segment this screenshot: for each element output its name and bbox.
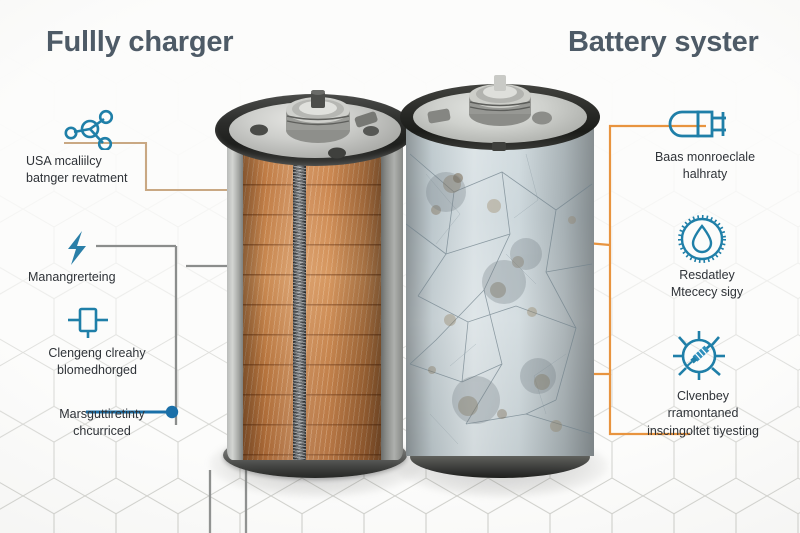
label-text: USA mcaliilcy batnger revatment [26, 154, 128, 186]
right-battery-degraded [396, 68, 608, 498]
virus-syringe-icon [673, 331, 725, 380]
left-battery-wall-right [381, 124, 403, 460]
power-plug-icon [668, 110, 726, 138]
label-text: Resdatley Mtececy sigy [670, 268, 744, 300]
left-battery-charged [209, 80, 423, 498]
right-battery-top-bolts [427, 108, 552, 151]
molecule-network-icon [64, 109, 114, 150]
left-battery-wall-left [227, 124, 243, 460]
water-drop-circle-icon [678, 215, 726, 263]
label-usa-metallicy[interactable]: USA mcaliilcy batnger revatment [26, 108, 166, 188]
label-text: Clengeng clreahy blomedhorged [48, 346, 146, 378]
label-baas-monroeclale[interactable]: Baas monroeclale halhraty [610, 104, 800, 184]
label-clvenbey-rramontaned[interactable]: Clvenbey rramontaned inscingoltet tiyest… [608, 330, 798, 440]
lightning-bolt-icon [68, 231, 86, 265]
left-battery-electrode-roll [243, 124, 381, 460]
label-text: Clvenbey rramontaned inscingoltet tiyest… [647, 389, 759, 438]
label-marsguttiretinty[interactable]: Marsguttiretinty chcurriced [22, 406, 182, 441]
label-resdatley-mtececy[interactable]: Resdatley Mtececy sigy [612, 215, 800, 302]
left-battery-terminal [286, 90, 350, 143]
label-text: Manangrerteing [28, 270, 116, 284]
right-battery-corrosion-spots [426, 172, 576, 432]
right-battery-body [406, 114, 594, 456]
page-title-left: Fullly charger [46, 26, 234, 58]
left-battery-body [227, 124, 403, 460]
right-battery-terminal [469, 75, 531, 126]
left-battery-top-bolts [250, 111, 379, 159]
left-battery-separator-stripe [293, 124, 306, 460]
right-battery-crack-texture [406, 153, 593, 445]
battery-cell-icon [68, 307, 108, 338]
label-clengeng-clreahy[interactable]: Clengeng clreahy blomedhorged [22, 305, 172, 380]
label-text: Baas monroeclale halhraty [654, 150, 756, 182]
label-manangrerteing[interactable]: Manangrerteing [28, 230, 168, 286]
page-title-right: Battery syster [568, 26, 759, 58]
label-text: Marsguttiretinty chcurriced [59, 407, 145, 439]
